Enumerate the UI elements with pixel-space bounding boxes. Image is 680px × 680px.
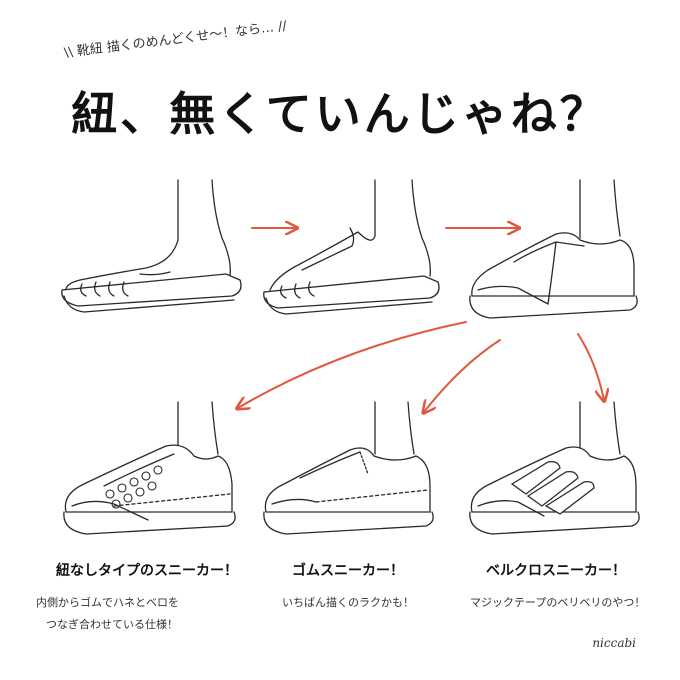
velcro-sneaker-drawing — [469, 401, 640, 535]
progress-arrows — [238, 228, 604, 412]
caption-desc-laceless-line2: つなぎ合わせている仕様！ — [46, 618, 178, 631]
page-title: 紐、無くていんじゃね？ — [71, 87, 609, 141]
bare-foot-drawing — [61, 179, 242, 313]
elastic-sneaker-drawing — [263, 401, 434, 535]
caption-desc-laceless-line1: 内側からゴムでハネとベロを — [36, 596, 179, 609]
caption-title-laceless: 紐なしタイプのスニーカー！ — [56, 563, 238, 579]
caption-title-velcro: ベルクロスニーカー！ — [486, 563, 626, 579]
slip-on-outline-drawing — [263, 179, 440, 315]
caption-title-elastic: ゴムスニーカー！ — [292, 563, 404, 579]
shoe-base-drawing — [469, 179, 638, 319]
caption-desc-elastic-line1: いちばん描くのラクかも！ — [282, 596, 414, 609]
artist-signature: niccabi — [592, 636, 636, 650]
caption-desc-velcro-line1: マジックテープのベリベリのやつ！ — [470, 596, 646, 609]
laceless-sneaker-drawing — [63, 401, 236, 535]
